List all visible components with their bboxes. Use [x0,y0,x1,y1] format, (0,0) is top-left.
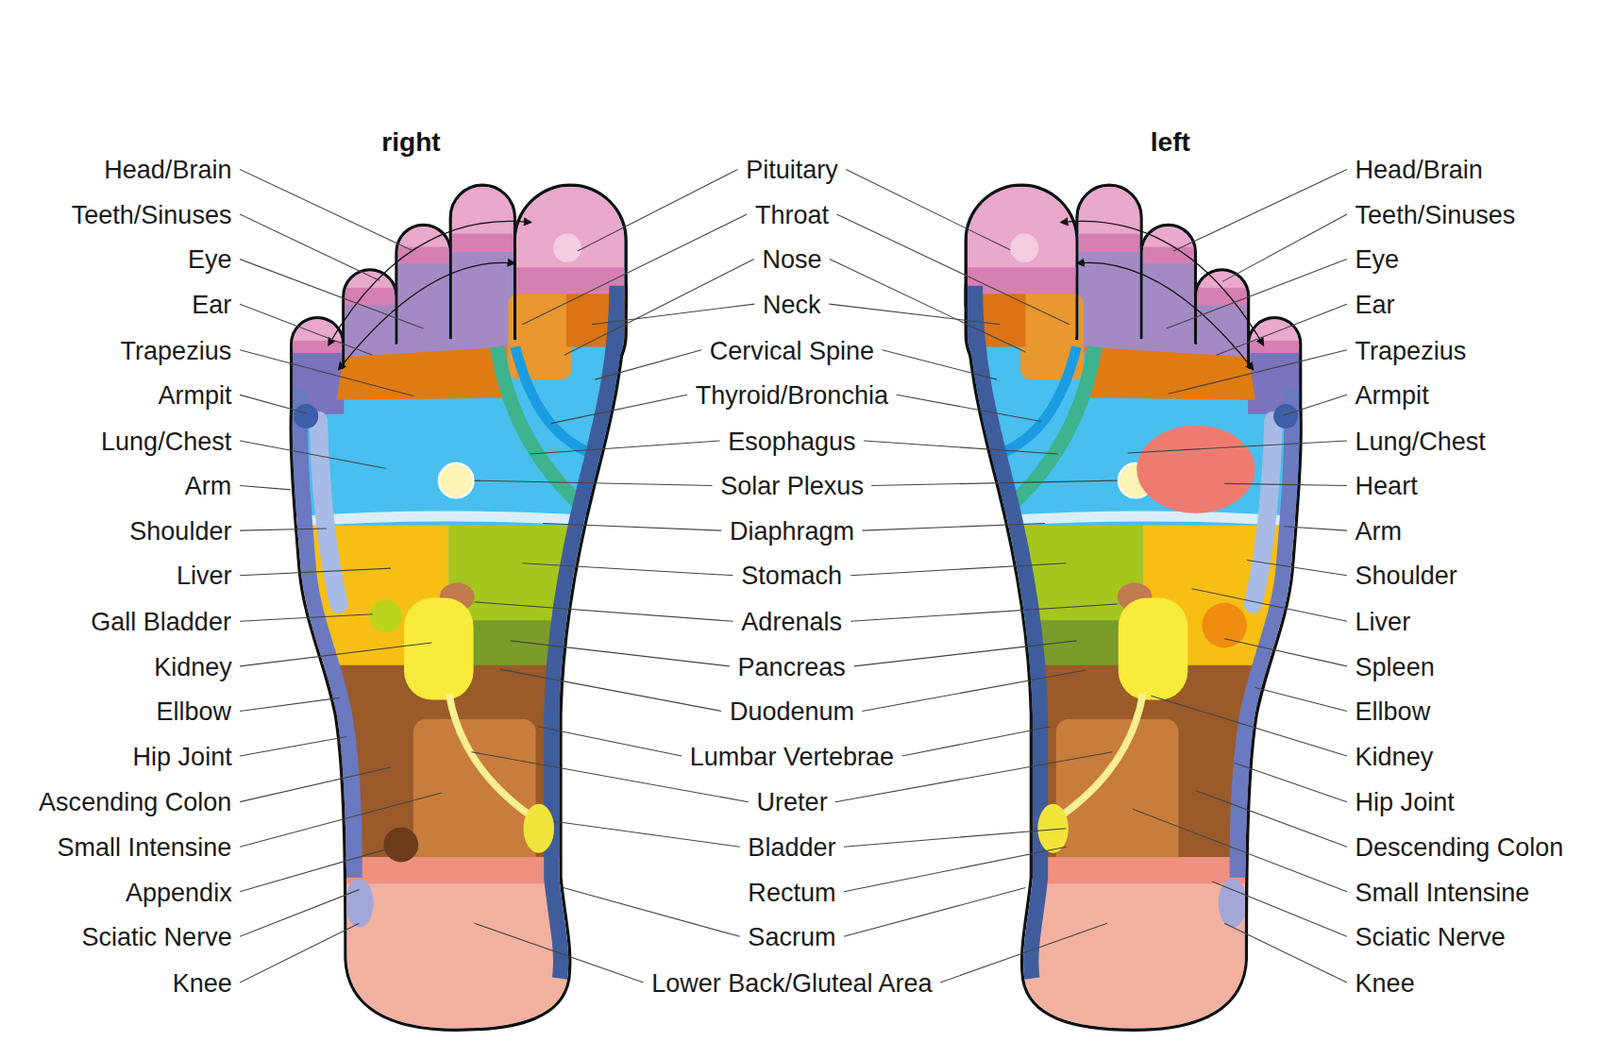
zone-label: Shoulder [129,515,232,545]
zone-label: Descending Colon [1355,832,1565,862]
right-foot [275,173,643,1052]
zone-label: Trapezius [1355,335,1467,365]
zone-label: Adrenals [741,606,843,637]
zone-label: Solar Plexus [720,471,864,501]
zone-label: Lumbar Vertebrae [690,741,894,771]
leader-lines [239,168,1348,983]
zone-label: Eye [1355,244,1400,274]
gall-bladder-zone [369,600,403,634]
zone-label: Hip Joint [1355,787,1455,817]
zone-label: Cervical Spine [709,335,875,365]
zone-label: Lower Back/Gluteal Area [651,967,932,997]
zone-label: Armpit [158,380,233,410]
zone-label: Ear [191,288,232,319]
zone-label: Spleen [1355,651,1435,681]
zone-label: Lung/Chest [1355,425,1486,455]
zone-label: Bladder [747,832,836,862]
zone-label: Pancreas [738,651,846,681]
zone-label: Ureter [757,787,828,817]
zone-label: Heart [1355,471,1418,501]
zone-label: Throat [755,199,829,229]
zone-label: Arm [185,471,233,501]
zone-label: Teeth/Sinuses [71,199,233,229]
zone-label: Sacrum [747,922,836,952]
appendix-zone [383,827,419,863]
zone-label: Diaphragm [729,515,855,545]
zone-label: Ellbow [1355,696,1432,726]
zone-label: Liver [176,560,233,590]
zone-label: Teeth/Sinuses [1355,199,1516,229]
zone-label: Esophagus [727,425,856,455]
zone-label: Kidney [1355,741,1434,771]
zone-label: Small Intensine [1355,876,1531,907]
zone-label: Knee [1355,967,1415,997]
zone-label: Ascending Colon [38,787,232,817]
zone-label: Trapezius [120,335,233,365]
zone-label: Gall Bladder [90,606,232,637]
zone-label: Stomach [741,560,843,590]
foot-heading: left [1150,127,1191,158]
zone-label: Liver [1355,606,1412,637]
zone-label: Ellbow [155,696,232,726]
zone-label: Sciatic Nerve [1355,922,1506,952]
zone-label: Neck [762,288,822,319]
zone-label: Pituitary [745,154,839,185]
left-foot [948,173,1316,1052]
zone-label: Sciatic Nerve [81,922,232,952]
spleen-zone [1201,603,1247,649]
zone-label: Appendix [125,876,233,907]
zone-label: Eye [187,244,233,274]
zone-label: Shoulder [1355,560,1458,590]
zone-label: Duodenum [729,696,855,726]
zone-label: Kidney [153,651,233,681]
zone-label: Head/Brain [103,154,232,185]
zone-label: Ear [1355,288,1396,319]
zone-label: Small Intensine [57,832,233,862]
zone-label: Nose [761,244,822,274]
zone-label: Rectum [747,876,836,907]
zone-label: Lung/Chest [101,425,232,455]
zone-label: Head/Brain [1355,154,1483,185]
zone-label: Arm [1355,515,1403,545]
zone-label: Armpit [1355,380,1430,410]
heart-zone [1136,425,1255,514]
zone-label: Hip Joint [133,741,233,771]
zone-label: Knee [172,967,233,997]
foot-heading: right [381,127,440,158]
zone-label: Thyroid/Bronchia [695,380,889,410]
